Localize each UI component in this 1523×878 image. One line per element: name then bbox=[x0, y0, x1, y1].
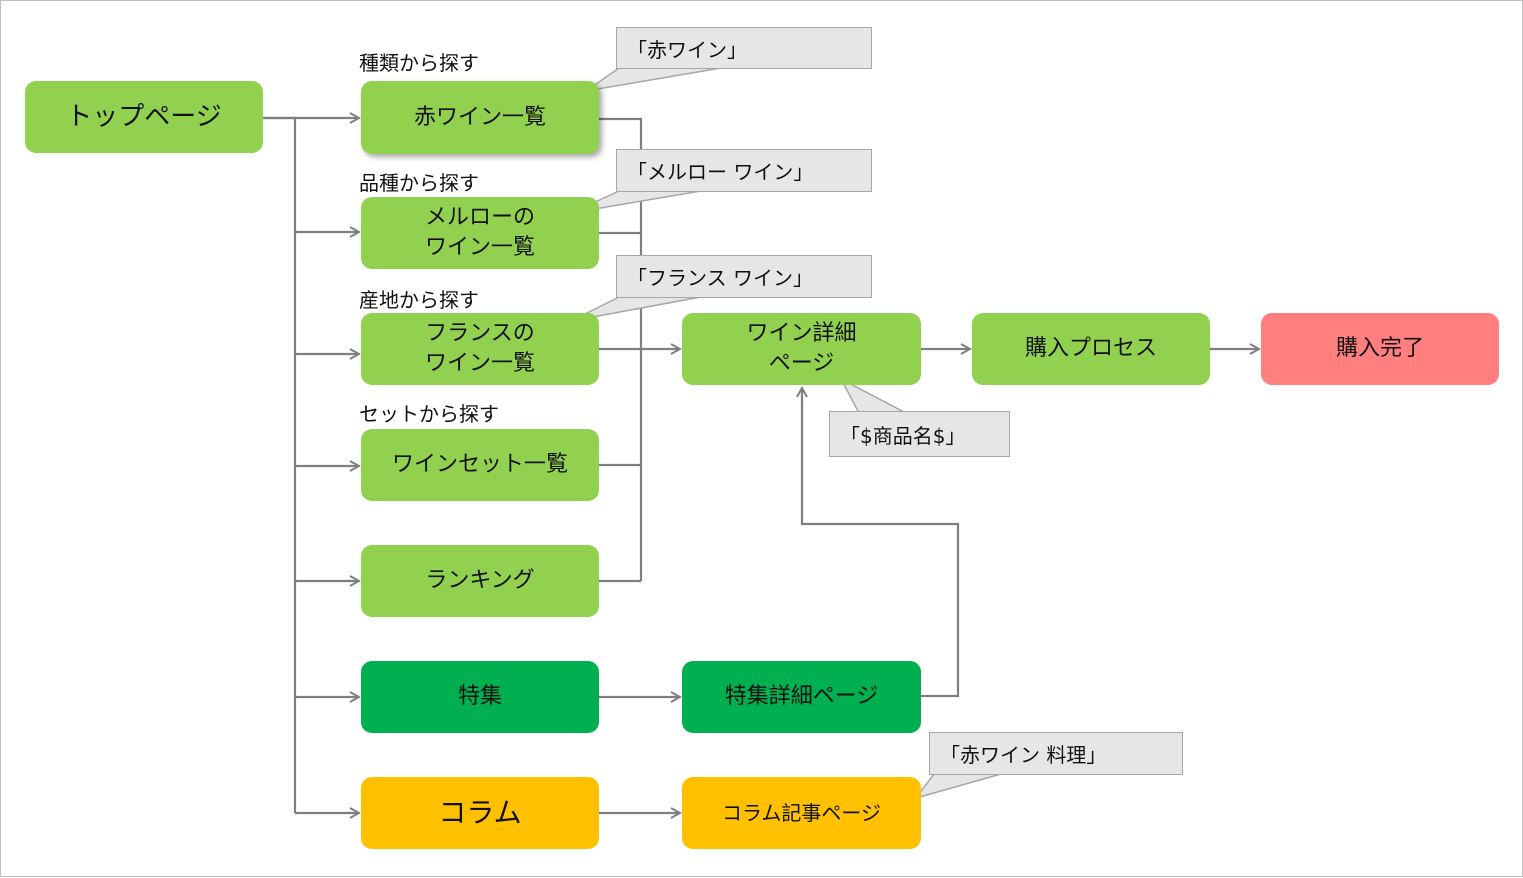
purchase-process-node[interactable]: 購入プロセス bbox=[972, 313, 1210, 385]
connector-list-bus bbox=[599, 117, 643, 581]
arrow-feature-detail-to-wine-detail bbox=[802, 388, 960, 698]
feature-detail-node[interactable]: 特集詳細ページ bbox=[682, 661, 921, 733]
column-node[interactable]: コラム bbox=[361, 777, 599, 849]
connector-top-trunk bbox=[263, 116, 297, 813]
top-page-node[interactable]: トップページ bbox=[25, 81, 263, 153]
column-article-node[interactable]: コラム記事ページ bbox=[682, 777, 921, 849]
feature-node[interactable]: 特集 bbox=[361, 661, 599, 733]
wine-detail-node[interactable]: ワイン詳細 ページ bbox=[682, 313, 921, 385]
label-by-variety: 品種から探す bbox=[359, 171, 479, 195]
callout-tail-cuisine bbox=[914, 773, 1002, 800]
red-wine-list-node[interactable]: 赤ワイン一覧 bbox=[361, 81, 599, 154]
label-by-type: 種類から探す bbox=[359, 51, 479, 75]
callout-merlot-wine: 「メルロー ワイン」 bbox=[616, 149, 872, 192]
wine-set-list-node[interactable]: ワインセット一覧 bbox=[361, 429, 599, 501]
ranking-node[interactable]: ランキング bbox=[361, 545, 599, 617]
callout-tail-red bbox=[585, 67, 722, 92]
france-wine-list-node[interactable]: フランスの ワイン一覧 bbox=[361, 313, 599, 385]
merlot-wine-list-node[interactable]: メルローの ワイン一覧 bbox=[361, 197, 599, 269]
callout-red-wine: 「赤ワイン」 bbox=[616, 27, 872, 69]
label-by-set: セットから探す bbox=[359, 402, 499, 426]
callout-red-wine-cuisine: 「赤ワイン 料理」 bbox=[929, 732, 1183, 775]
callout-product-name: 「$商品名$」 bbox=[829, 411, 1010, 457]
purchase-complete-node[interactable]: 購入完了 bbox=[1261, 313, 1499, 385]
label-by-region: 産地から探す bbox=[359, 288, 479, 312]
callout-france-wine: 「フランス ワイン」 bbox=[616, 255, 872, 298]
